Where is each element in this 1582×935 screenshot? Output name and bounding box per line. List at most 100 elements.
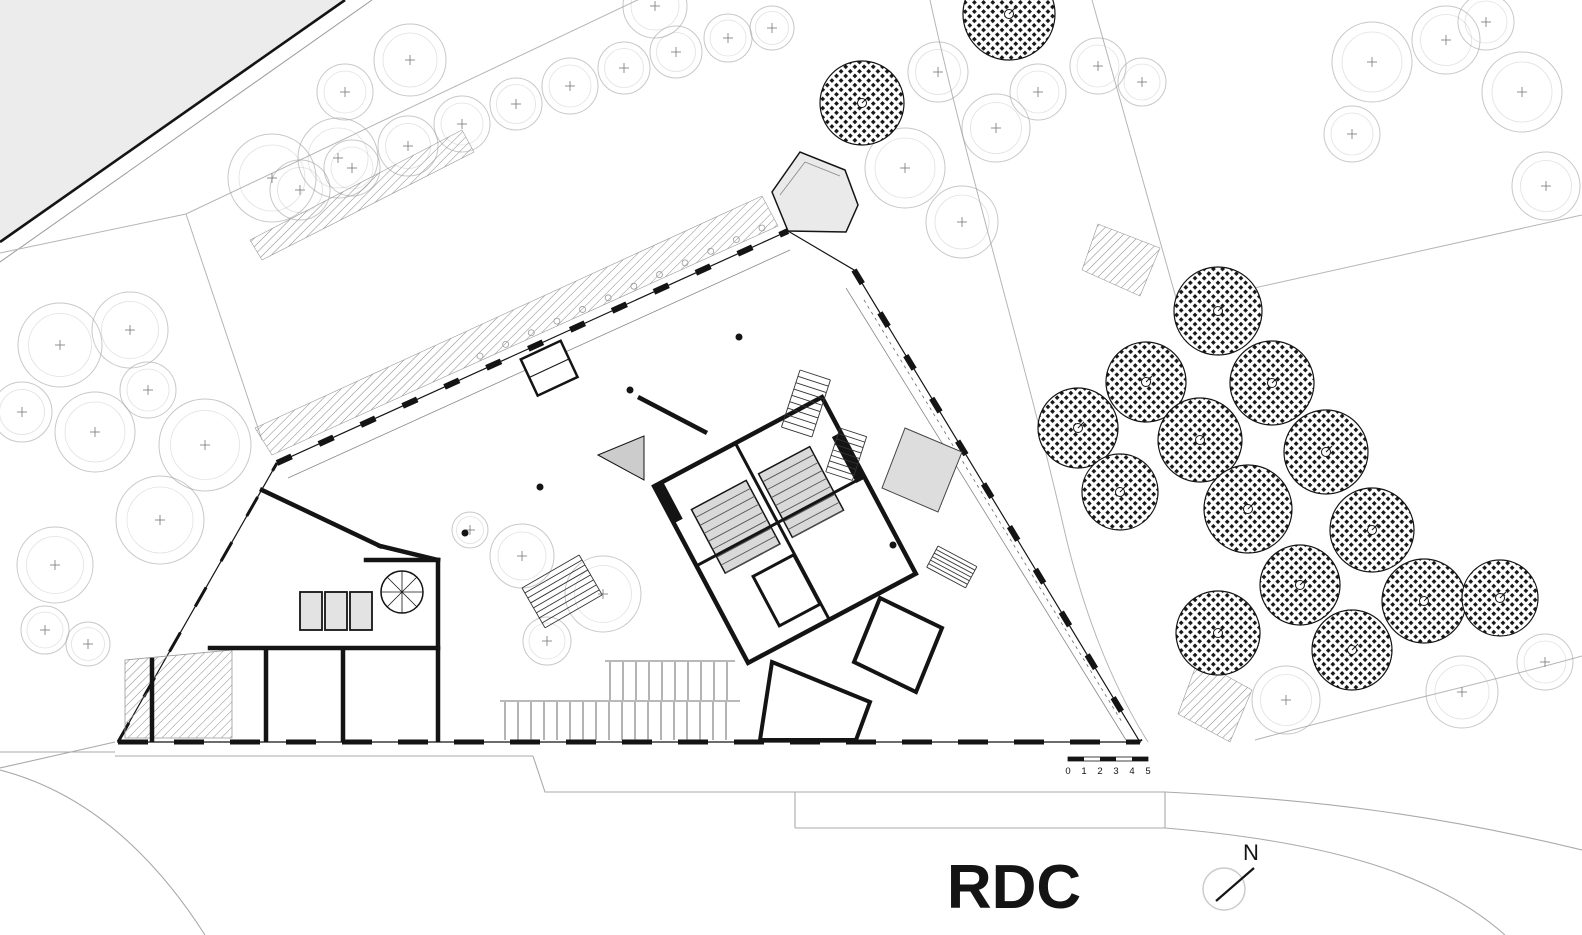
north-arrow-needle [1215,867,1255,902]
room-block [851,595,945,695]
existing-tree-icon [1425,655,1499,729]
scale-bar-segment [1132,757,1148,761]
building-layer [116,151,1143,745]
existing-tree-icon [749,5,795,51]
central-core [651,394,919,666]
scale-label-0: 0 [1065,766,1070,777]
stair-run [521,554,603,629]
street-edge-line [0,0,346,244]
stair-run [926,545,978,589]
room-block [757,659,873,742]
tree-canopy-icon [1283,409,1369,495]
street-edge-offset-line [0,0,373,263]
planting-beds-layer [249,129,1253,743]
tree-canopy-icon [1259,544,1341,626]
existing-tree-icon [373,23,447,97]
existing-tree-icon [622,0,688,39]
entrance-bay-inner-line [779,161,841,196]
planting-bed [1081,223,1161,297]
scale-label-5: 5 [1145,766,1150,777]
existing-tree-icon [158,398,252,492]
north-arrow-circle [1202,867,1246,911]
existing-tree-icon [522,616,572,666]
new-trees-layer [819,0,1539,691]
existing-tree-icon [1511,151,1581,221]
structural-columns [461,333,897,549]
north-label: N [1243,840,1259,865]
tree-canopy-icon [1157,397,1243,483]
existing-tree-icon [1481,51,1563,133]
tree-canopy-icon [1311,609,1393,691]
tree-canopy-icon [1229,340,1315,426]
stairs-layer [521,369,978,629]
existing-tree-icon [54,391,136,473]
existing-tree-icon [864,127,946,209]
existing-tree-icon [16,526,94,604]
tree-canopy-icon [1329,487,1415,573]
service-rooms [299,591,373,631]
existing-tree-icon [1009,63,1067,121]
existing-tree-icon [597,41,651,95]
existing-tree-icon [433,95,491,153]
scale-bar: 0 1 2 3 4 5 [1065,756,1151,777]
facade-east [851,268,1143,744]
tree-canopy-icon [962,0,1056,61]
facade-inner-line [845,287,1127,741]
tree-canopy-icon [1461,559,1539,637]
existing-tree-icon [227,133,317,223]
existing-tree-icon [925,185,999,259]
existing-tree-icon [1117,57,1167,107]
plan-title: RDC [947,853,1081,922]
shaft-block [519,339,580,398]
existing-tree-icon [316,63,374,121]
existing-tree-icon [703,13,753,63]
arcade-dashed-line [863,299,1123,723]
existing-tree-icon [0,381,53,443]
existing-tree-icon [1323,105,1381,163]
existing-tree-icon [65,621,111,667]
tree-canopy-icon [1081,453,1159,531]
roads-layer [0,741,1582,935]
existing-tree-icon [649,25,703,79]
existing-tree-icon [20,605,70,655]
parking-stalls [500,660,740,740]
spiral-stair [380,570,424,614]
existing-tree-icon [1516,633,1574,691]
planter-dots-row [476,224,766,360]
existing-tree-icon [961,93,1031,163]
stair-run [825,427,868,481]
stair-treads [695,454,844,574]
existing-tree-icon [1457,0,1515,51]
stair-run [781,369,831,438]
gray-wedge [596,435,645,481]
existing-tree-icon [541,57,599,115]
existing-tree-icon [1069,37,1127,95]
planting-bed [1177,659,1253,743]
existing-trees-layer [0,0,1581,735]
scale-bar-segment [1100,757,1116,761]
existing-tree-icon [119,361,177,419]
scale-label-1: 1 [1081,766,1086,777]
scale-bar-segment [1068,757,1084,761]
existing-tree-icon [1411,5,1481,75]
existing-tree-icon [1331,21,1413,103]
existing-tree-icon [297,117,379,199]
existing-tree-icon [377,115,439,177]
north-arrow: N [1202,840,1259,911]
scale-label-4: 4 [1129,766,1134,777]
tree-canopy-icon [1175,590,1261,676]
existing-tree-icon [489,77,543,131]
tree-canopy-icon [1203,464,1293,554]
existing-tree-icon [17,302,103,388]
existing-tree-icon [91,291,169,369]
planting-bed [254,195,779,456]
facade-northwest [275,228,790,466]
existing-tree-icon [489,523,555,589]
existing-tree-icon [1251,665,1321,735]
hatched-room [124,649,233,739]
existing-tree-icon [451,511,489,549]
ramp [881,427,963,513]
existing-tree-icon [907,41,969,103]
